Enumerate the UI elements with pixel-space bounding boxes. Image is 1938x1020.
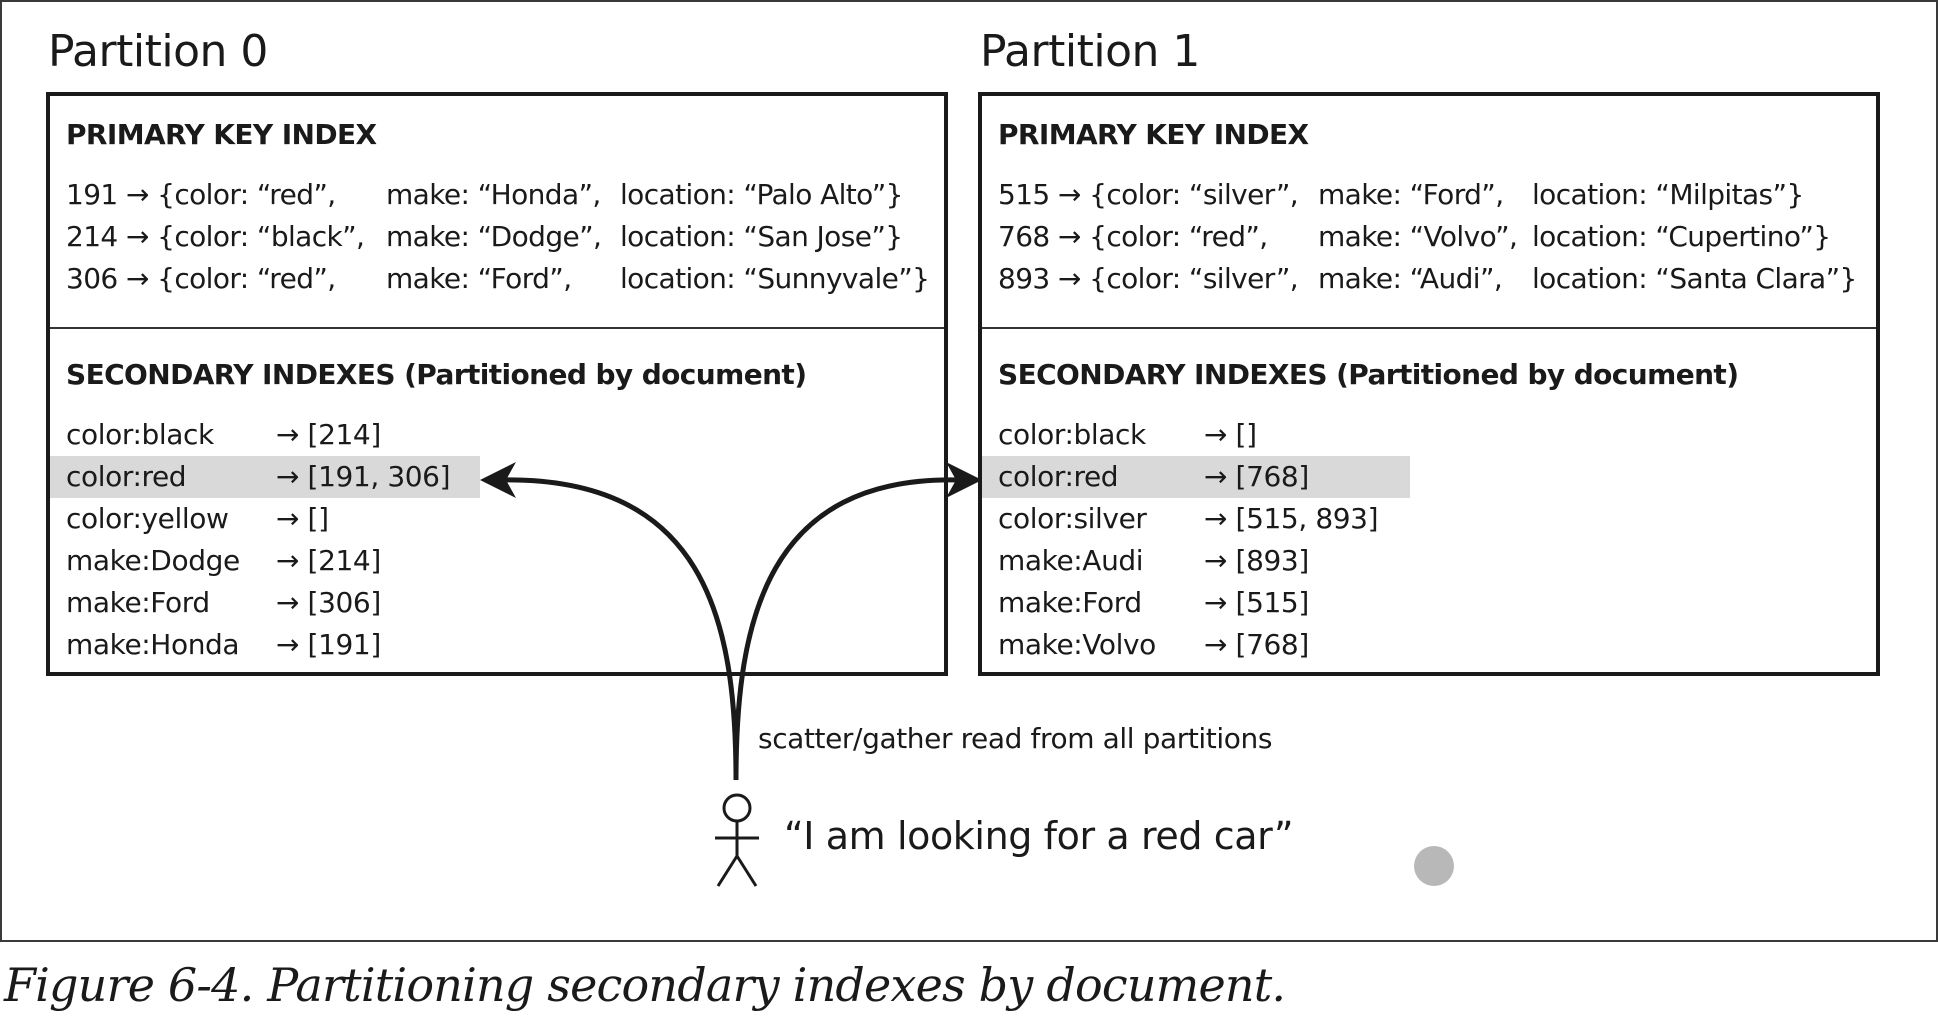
primary-make: make: “Volvo”,: [1318, 220, 1518, 253]
arrow-to-partition-0: [497, 477, 739, 781]
primary-id: 768 → {color: “red”,: [998, 220, 1268, 253]
primary-id: 191 → {color: “red”,: [66, 178, 336, 211]
partition-1-title: Partition 1: [980, 26, 1200, 77]
index-key: make:Audi: [998, 544, 1144, 577]
index-value: → [214]: [276, 418, 381, 451]
index-row: color:black → [214]: [50, 414, 480, 456]
index-row: make:Ford → [515]: [982, 582, 1410, 624]
client-quote: “I am looking for a red car”: [784, 814, 1294, 858]
partition-0-box: PRIMARY KEY INDEX 191 → {color: “red”, m…: [46, 92, 948, 676]
primary-location: location: “San Jose”}: [620, 220, 903, 253]
index-value: → [893]: [1204, 544, 1309, 577]
index-key: make:Ford: [66, 586, 210, 619]
primary-id: 306 → {color: “red”,: [66, 262, 336, 295]
primary-make: make: “Ford”,: [1318, 178, 1504, 211]
primary-location: location: “Cupertino”}: [1532, 220, 1831, 253]
index-value: → [191, 306]: [276, 460, 451, 493]
primary-make: make: “Honda”,: [386, 178, 601, 211]
index-value: → [768]: [1204, 460, 1309, 493]
index-value: → [306]: [276, 586, 381, 619]
partition-1-box: PRIMARY KEY INDEX 515 → {color: “silver”…: [978, 92, 1880, 676]
partition-1-secondary-title: SECONDARY INDEXES (Partitioned by docume…: [998, 358, 1739, 391]
primary-id: 893 → {color: “silver”,: [998, 262, 1299, 295]
index-row: color:black → []: [982, 414, 1410, 456]
index-key: make:Volvo: [998, 628, 1156, 661]
index-value: → [768]: [1204, 628, 1309, 661]
index-key: color:red: [998, 460, 1119, 493]
index-row: make:Ford → [306]: [50, 582, 480, 624]
index-value: → [515, 893]: [1204, 502, 1379, 535]
index-value: → [214]: [276, 544, 381, 577]
primary-location: location: “Sunnyvale”}: [620, 262, 930, 295]
marker-dot: [1414, 846, 1454, 886]
partition-1-divider: [982, 327, 1876, 329]
index-row-highlighted: color:red → [191, 306]: [50, 456, 480, 498]
index-value: → [515]: [1204, 586, 1309, 619]
index-value: → [191]: [276, 628, 381, 661]
stick-figure-icon: [715, 793, 759, 887]
index-row: make:Honda → [191]: [50, 624, 480, 666]
scatter-gather-label: scatter/gather read from all partitions: [758, 722, 1273, 755]
primary-make: make: “Ford”,: [386, 262, 572, 295]
partition-0-primary-title: PRIMARY KEY INDEX: [66, 118, 377, 151]
index-key: color:black: [998, 418, 1146, 451]
index-row: color:silver → [515, 893]: [982, 498, 1410, 540]
index-value: → []: [1204, 418, 1257, 451]
arrow-to-partition-1: [733, 477, 961, 781]
partition-0-divider: [50, 327, 944, 329]
index-row: color:yellow → []: [50, 498, 480, 540]
partition-0-secondary-title: SECONDARY INDEXES (Partitioned by docume…: [66, 358, 807, 391]
primary-location: location: “Milpitas”}: [1532, 178, 1804, 211]
primary-location: location: “Palo Alto”}: [620, 178, 903, 211]
primary-id: 214 → {color: “black”,: [66, 220, 365, 253]
primary-id: 515 → {color: “silver”,: [998, 178, 1299, 211]
figure-caption: Figure 6-4. Partitioning secondary index…: [4, 958, 1286, 1012]
arrowhead-partition-1: [946, 462, 982, 498]
primary-make: make: “Dodge”,: [386, 220, 602, 253]
index-key: make:Ford: [998, 586, 1142, 619]
partition-1-primary-title: PRIMARY KEY INDEX: [998, 118, 1309, 151]
index-key: color:red: [66, 460, 187, 493]
partition-0-title: Partition 0: [48, 26, 268, 77]
index-key: color:yellow: [66, 502, 229, 535]
index-row: make:Dodge → [214]: [50, 540, 480, 582]
index-key: color:silver: [998, 502, 1147, 535]
index-row: make:Audi → [893]: [982, 540, 1410, 582]
index-key: make:Dodge: [66, 544, 240, 577]
index-key: make:Honda: [66, 628, 240, 661]
primary-make: make: “Audi”,: [1318, 262, 1503, 295]
primary-location: location: “Santa Clara”}: [1532, 262, 1857, 295]
index-value: → []: [276, 502, 329, 535]
arrowhead-partition-0: [480, 462, 516, 498]
index-row-highlighted: color:red → [768]: [982, 456, 1410, 498]
index-key: color:black: [66, 418, 214, 451]
index-row: make:Volvo → [768]: [982, 624, 1410, 666]
